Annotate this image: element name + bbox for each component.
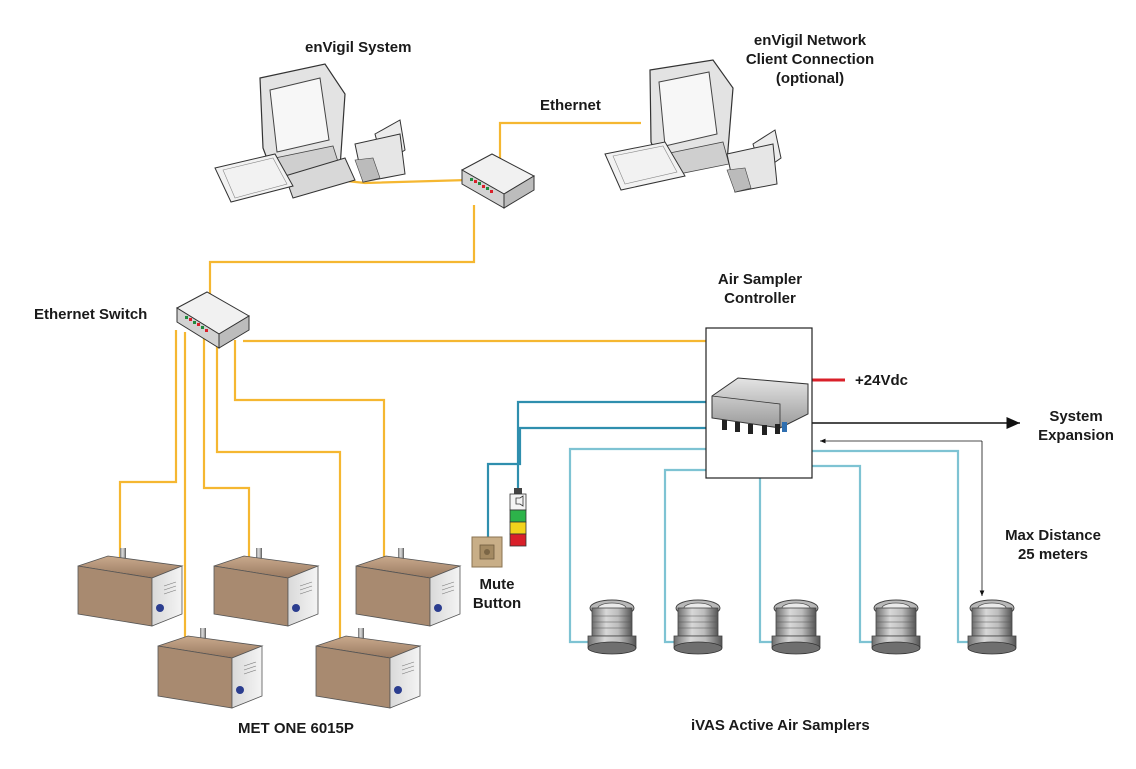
label-controller-line1: Air Sampler (717, 271, 803, 288)
label-client-line3: (optional) (775, 70, 845, 87)
stack-light-icon (509, 488, 527, 547)
particle-counter-icon (77, 548, 184, 627)
particle-counter-icon (213, 548, 320, 627)
envigil-computer-icon (214, 63, 406, 203)
ethernet-switch-icon (175, 291, 250, 349)
label-client-connection: enVigil Network Client Connection (optio… (740, 31, 880, 88)
label-max-distance: Max Distance 25 meters (990, 526, 1116, 564)
label-client-line1: enVigil Network (753, 32, 867, 49)
particle-counter-icon (157, 628, 264, 709)
ethernet-cables (118, 121, 706, 640)
arrows (812, 417, 1020, 596)
label-mute-line1: Mute (479, 576, 515, 593)
controller-unit-icon (711, 377, 809, 429)
air-sampler-icon (871, 599, 921, 655)
label-met-one: MET ONE 6015P (238, 720, 354, 737)
label-ivas-samplers: iVAS Active Air Samplers (691, 717, 870, 734)
label-expansion-line2: Expansion (1038, 427, 1114, 444)
met-one-particle-counters (77, 548, 462, 709)
controller-cables (486, 378, 972, 644)
label-ethernet-switch: Ethernet Switch (34, 306, 148, 323)
ivas-air-samplers (587, 599, 1017, 655)
air-sampler-icon (673, 599, 723, 655)
label-ethernet: Ethernet (540, 97, 601, 114)
air-sampler-controller (705, 327, 813, 479)
client-computer-icon (604, 59, 782, 193)
air-sampler-icon (587, 599, 637, 655)
label-power-24vdc: +24Vdc (855, 372, 908, 389)
label-max-line2: 25 meters (1017, 546, 1089, 563)
label-expansion-line1: System (1049, 408, 1103, 425)
label-controller-line2: Controller (724, 290, 796, 307)
label-max-line1: Max Distance (1005, 527, 1101, 544)
label-mute-button: Mute Button (458, 575, 536, 613)
network-switch-icon (460, 153, 536, 209)
air-sampler-icon (967, 599, 1017, 655)
air-sampler-icon (771, 599, 821, 655)
mute-button-icon (471, 536, 503, 568)
label-air-sampler-controller: Air Sampler Controller (700, 270, 820, 308)
label-mute-line2: Button (472, 595, 522, 612)
particle-counter-icon (315, 628, 422, 709)
label-client-line2: Client Connection (745, 51, 875, 68)
label-envigil-system: enVigil System (305, 39, 412, 56)
particle-counter-icon (355, 548, 462, 627)
label-system-expansion: System Expansion (1026, 407, 1126, 445)
